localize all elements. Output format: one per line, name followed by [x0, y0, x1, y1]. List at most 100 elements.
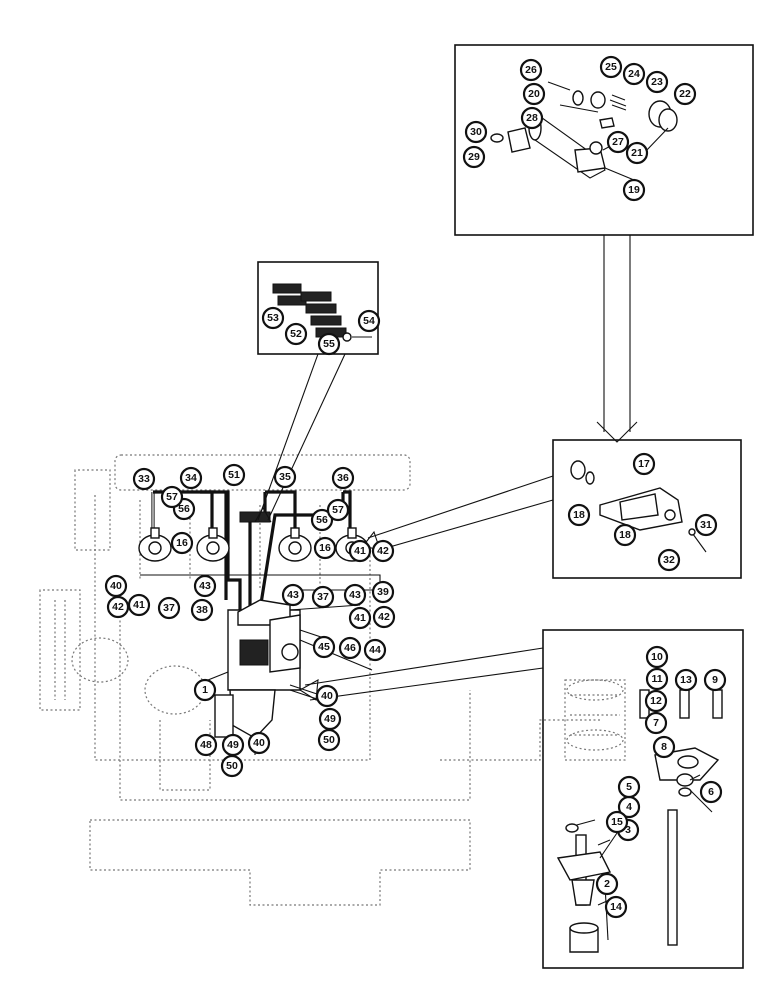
callout-16a: 16 [170, 531, 194, 555]
callout-41c: 41 [348, 606, 372, 630]
svg-text:14: 14 [610, 901, 622, 913]
callout-14: 14 [604, 895, 628, 919]
svg-text:50: 50 [226, 760, 238, 772]
svg-text:12: 12 [650, 695, 662, 707]
svg-text:29: 29 [468, 151, 480, 163]
svg-text:38: 38 [196, 604, 208, 616]
pump-drive-detail-box [542, 629, 744, 969]
svg-text:39: 39 [377, 586, 389, 598]
svg-text:22: 22 [679, 88, 691, 100]
callout-2: 2 [595, 872, 619, 896]
callout-51: 51 [222, 463, 246, 487]
callout-42c: 42 [372, 605, 396, 629]
svg-text:42: 42 [112, 601, 124, 613]
callout-36: 36 [331, 466, 355, 490]
svg-text:50: 50 [323, 734, 335, 746]
svg-text:25: 25 [605, 61, 617, 73]
svg-text:6: 6 [708, 786, 714, 798]
svg-text:42: 42 [377, 545, 389, 557]
callout-39: 39 [371, 580, 395, 604]
svg-text:18: 18 [573, 509, 585, 521]
callout-34: 34 [179, 466, 203, 490]
svg-text:35: 35 [279, 471, 291, 483]
svg-text:53: 53 [267, 312, 279, 324]
svg-text:36: 36 [337, 472, 349, 484]
callout-21: 21 [625, 141, 649, 165]
callout-49b: 49 [221, 733, 245, 757]
svg-text:52: 52 [290, 328, 302, 340]
svg-text:57: 57 [332, 504, 344, 516]
svg-text:20: 20 [528, 88, 540, 100]
svg-text:10: 10 [651, 651, 663, 663]
callout-43c: 43 [343, 583, 367, 607]
svg-text:46: 46 [344, 642, 356, 654]
callout-42b: 42 [371, 539, 395, 563]
callout-7: 7 [644, 711, 668, 735]
callout-57a: 57 [160, 485, 184, 509]
callout-9: 9 [703, 668, 727, 692]
callout-33: 33 [132, 467, 156, 491]
svg-text:16: 16 [176, 537, 188, 549]
callout-52: 52 [284, 322, 308, 346]
nozzle-detail-box [552, 439, 742, 579]
callout-18b: 18 [613, 523, 637, 547]
svg-text:40: 40 [321, 690, 333, 702]
callout-40b: 40 [315, 684, 339, 708]
svg-text:7: 7 [653, 717, 659, 729]
svg-text:43: 43 [199, 580, 211, 592]
callout-12: 12 [644, 689, 668, 713]
callout-44: 44 [363, 638, 387, 662]
callout-10: 10 [645, 645, 669, 669]
callout-15: 15 [605, 810, 629, 834]
callout-43b: 43 [281, 583, 305, 607]
svg-text:9: 9 [712, 674, 718, 686]
svg-text:30: 30 [470, 126, 482, 138]
svg-text:8: 8 [661, 741, 667, 753]
svg-text:49: 49 [227, 739, 239, 751]
svg-text:54: 54 [363, 315, 375, 327]
callout-5: 5 [617, 775, 641, 799]
callout-55: 55 [317, 332, 341, 356]
svg-text:37: 37 [163, 602, 175, 614]
callout-37b: 37 [311, 585, 335, 609]
injector-detail-box [454, 44, 754, 236]
svg-text:56: 56 [178, 503, 190, 515]
callout-50b: 50 [220, 754, 244, 778]
svg-text:33: 33 [138, 473, 150, 485]
callout-16b: 16 [313, 536, 337, 560]
callout-50a: 50 [317, 728, 341, 752]
svg-text:43: 43 [287, 589, 299, 601]
injector-3 [278, 527, 312, 562]
svg-text:41: 41 [133, 599, 145, 611]
svg-text:23: 23 [651, 76, 663, 88]
svg-text:41: 41 [354, 612, 366, 624]
svg-text:40: 40 [253, 737, 265, 749]
injector-2 [196, 527, 230, 562]
injection-pump [214, 599, 301, 755]
reference-arrows [254, 235, 638, 701]
svg-text:55: 55 [323, 338, 335, 350]
svg-text:26: 26 [525, 64, 537, 76]
svg-text:3: 3 [625, 824, 631, 836]
callout-54: 54 [357, 309, 381, 333]
svg-text:21: 21 [631, 147, 643, 159]
callout-27: 27 [606, 130, 630, 154]
callout-43a: 43 [193, 574, 217, 598]
callout-25: 25 [599, 55, 623, 79]
svg-text:5: 5 [626, 781, 632, 793]
svg-text:41: 41 [354, 545, 366, 557]
callout-17: 17 [632, 452, 656, 476]
svg-text:42: 42 [378, 611, 390, 623]
callout-38: 38 [190, 598, 214, 622]
svg-text:48: 48 [200, 739, 212, 751]
callout-28: 28 [520, 106, 544, 130]
callout-46: 46 [338, 636, 362, 660]
svg-text:17: 17 [638, 458, 650, 470]
svg-text:51: 51 [228, 469, 240, 481]
callout-40c: 40 [247, 731, 271, 755]
callout-22: 22 [673, 82, 697, 106]
callout-18a: 18 [567, 503, 591, 527]
svg-text:57: 57 [166, 491, 178, 503]
callout-40a: 40 [104, 574, 128, 598]
